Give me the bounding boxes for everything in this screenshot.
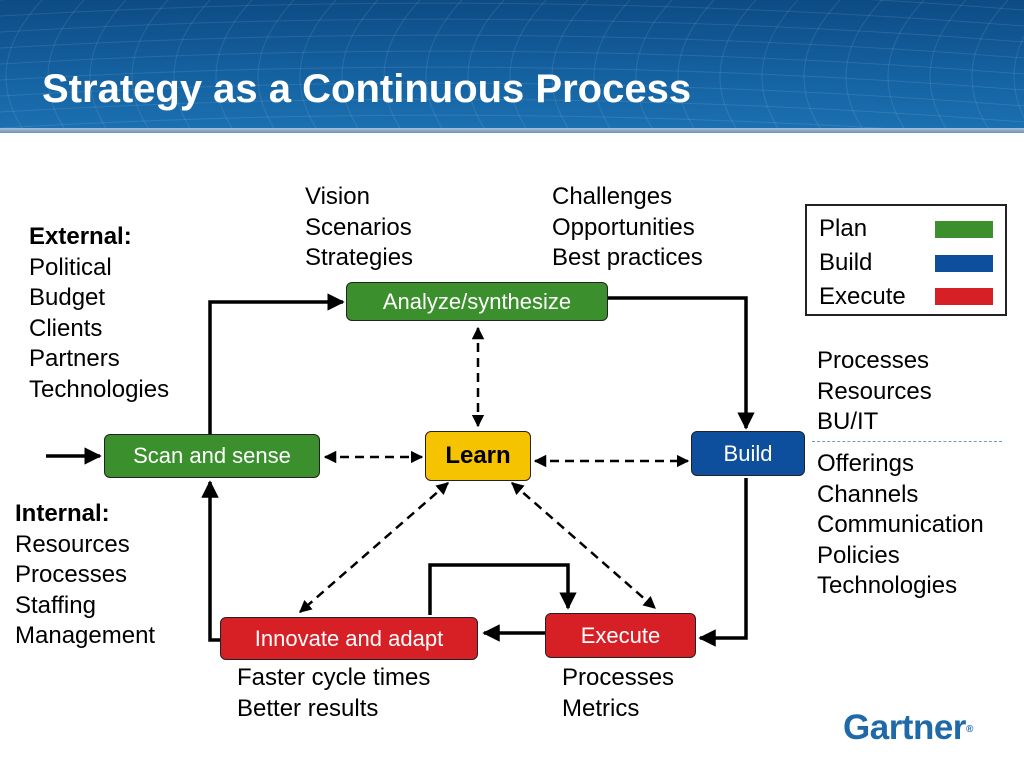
- banner-grid-pattern: [0, 0, 1024, 128]
- innovate-results-text: Faster cycle times Better results: [237, 663, 430, 724]
- annotation-line: Scenarios: [305, 213, 412, 241]
- learn-execute-dashed-arrow: [511, 482, 656, 609]
- annotation-line: Resources: [817, 377, 932, 405]
- learn-innovate-dashed-arrow: [299, 482, 449, 613]
- annotation-line: Better results: [237, 694, 379, 722]
- analyze-to-build-arrow: [608, 296, 755, 430]
- legend-label-execute: Execute: [819, 283, 906, 310]
- annotation-line: Partners: [29, 345, 120, 372]
- annotation-line: Best practices: [552, 244, 703, 271]
- annotation-line: Offerings: [817, 450, 914, 477]
- annotation-line: BU/IT: [817, 408, 879, 435]
- analyze-outputs-text: Challenges Opportunities Best practices: [552, 182, 703, 274]
- annotation-line: Processes: [562, 664, 675, 691]
- annotation-line: Technologies: [817, 572, 958, 599]
- annotation-line: Resources: [15, 530, 130, 558]
- annotation-line: Processes: [817, 347, 930, 374]
- scan-to-analyze-arrow: [208, 293, 345, 434]
- legend-swatch-build: [935, 255, 993, 272]
- logo-wordmark: Gartner: [843, 708, 966, 747]
- execute-node[interactable]: Execute: [545, 613, 696, 658]
- legend-label-plan: Plan: [819, 215, 868, 242]
- header-divider: [0, 128, 1024, 133]
- build-node[interactable]: Build: [691, 431, 805, 476]
- build-outputs-text: Offerings Channels Communication Policie…: [817, 449, 984, 602]
- internal-factors-text: Internal: Resources Processes Staffing M…: [15, 499, 155, 652]
- legend-swatch-execute: [935, 288, 993, 305]
- annotation-line: Strategies: [305, 244, 414, 271]
- build-to-execute-arrow: [698, 478, 748, 647]
- annotation-line: Opportunities: [552, 213, 695, 241]
- title-banner: Strategy as a Continuous Process: [0, 0, 1024, 128]
- annotation-line: Channels: [817, 480, 919, 508]
- annotation-line: Communication: [817, 511, 984, 538]
- external-heading: External:: [29, 223, 132, 250]
- learn-node[interactable]: Learn: [425, 431, 531, 481]
- annotation-line: Management: [15, 622, 156, 649]
- annotation-line: Budget: [29, 284, 106, 311]
- annotation-line: Metrics: [562, 694, 640, 722]
- annotation-line: Faster cycle times: [237, 664, 431, 691]
- scan-and-sense-node[interactable]: Scan and sense: [104, 434, 320, 478]
- annotation-line: Processes: [15, 561, 128, 588]
- annotation-line: Vision: [305, 183, 370, 210]
- external-factors-text: External: Political Budget Clients Partn…: [29, 222, 169, 405]
- registered-mark: ®: [965, 724, 973, 735]
- build-inputs-text: Processes Resources BU/IT: [817, 346, 932, 438]
- analyze-synthesize-node[interactable]: Analyze/synthesize: [346, 282, 608, 321]
- analyze-inputs-text: Vision Scenarios Strategies: [305, 182, 413, 274]
- legend-swatch-plan: [935, 221, 993, 238]
- annotation-line: Technologies: [29, 375, 170, 403]
- innovate-to-scan-arrow: [201, 480, 222, 642]
- build-text-divider: [812, 441, 1002, 442]
- innovate-to-execute-loop-arrow: [428, 563, 577, 615]
- page-title: Strategy as a Continuous Process: [42, 67, 692, 111]
- annotation-line: Policies: [817, 541, 900, 569]
- legend-label-build: Build: [819, 249, 873, 276]
- annotation-line: Challenges: [552, 183, 673, 210]
- color-legend: Plan Build Execute: [805, 204, 1007, 316]
- execute-results-text: Processes Metrics: [562, 663, 674, 724]
- innovate-and-adapt-node[interactable]: Innovate and adapt: [220, 617, 478, 660]
- internal-heading: Internal:: [15, 500, 110, 527]
- annotation-line: Political: [29, 253, 112, 281]
- gartner-logo: Gartner®: [843, 708, 973, 748]
- annotation-line: Staffing: [15, 591, 96, 619]
- annotation-line: Clients: [29, 314, 103, 342]
